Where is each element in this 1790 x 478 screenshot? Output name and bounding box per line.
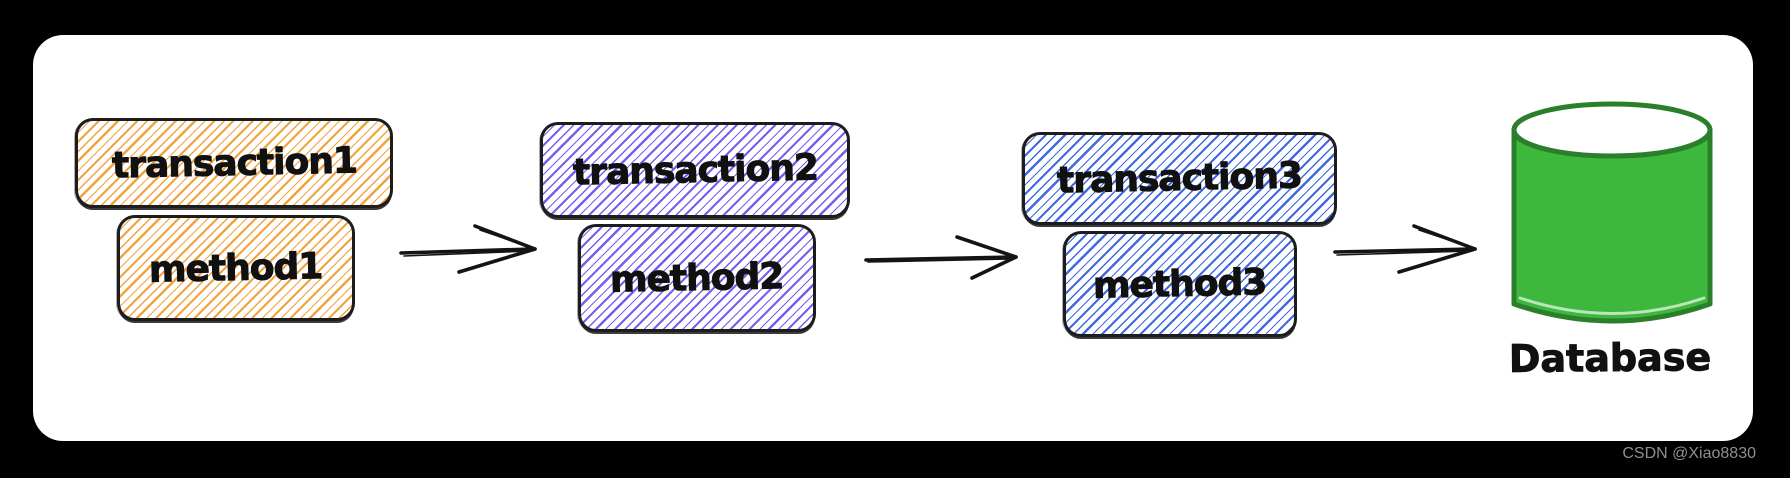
method2-box: method2 (578, 224, 816, 332)
diagram-panel: transaction1 method1 transaction2 method… (33, 35, 1753, 441)
method3-label: method3 (1092, 261, 1268, 307)
flow-arrow-2-icon (864, 235, 1018, 280)
watermark-text: CSDN @Xiao8830 (1622, 445, 1756, 462)
method1-box: method1 (117, 215, 355, 321)
transaction3-box: transaction3 (1022, 132, 1337, 225)
transaction2-box: transaction2 (540, 122, 850, 218)
database-cylinder-icon (1511, 101, 1713, 324)
transaction1-box: transaction1 (75, 118, 393, 208)
transaction1-label: transaction1 (111, 139, 358, 187)
method1-label: method1 (148, 245, 324, 291)
flow-arrow-1-icon (399, 224, 537, 274)
method2-label: method2 (609, 255, 785, 301)
transaction3-label: transaction3 (1056, 155, 1303, 202)
flow-arrow-3-icon (1333, 224, 1477, 274)
transaction2-label: transaction2 (572, 146, 819, 194)
method3-box: method3 (1063, 231, 1297, 337)
database-label: Database (1508, 335, 1712, 382)
